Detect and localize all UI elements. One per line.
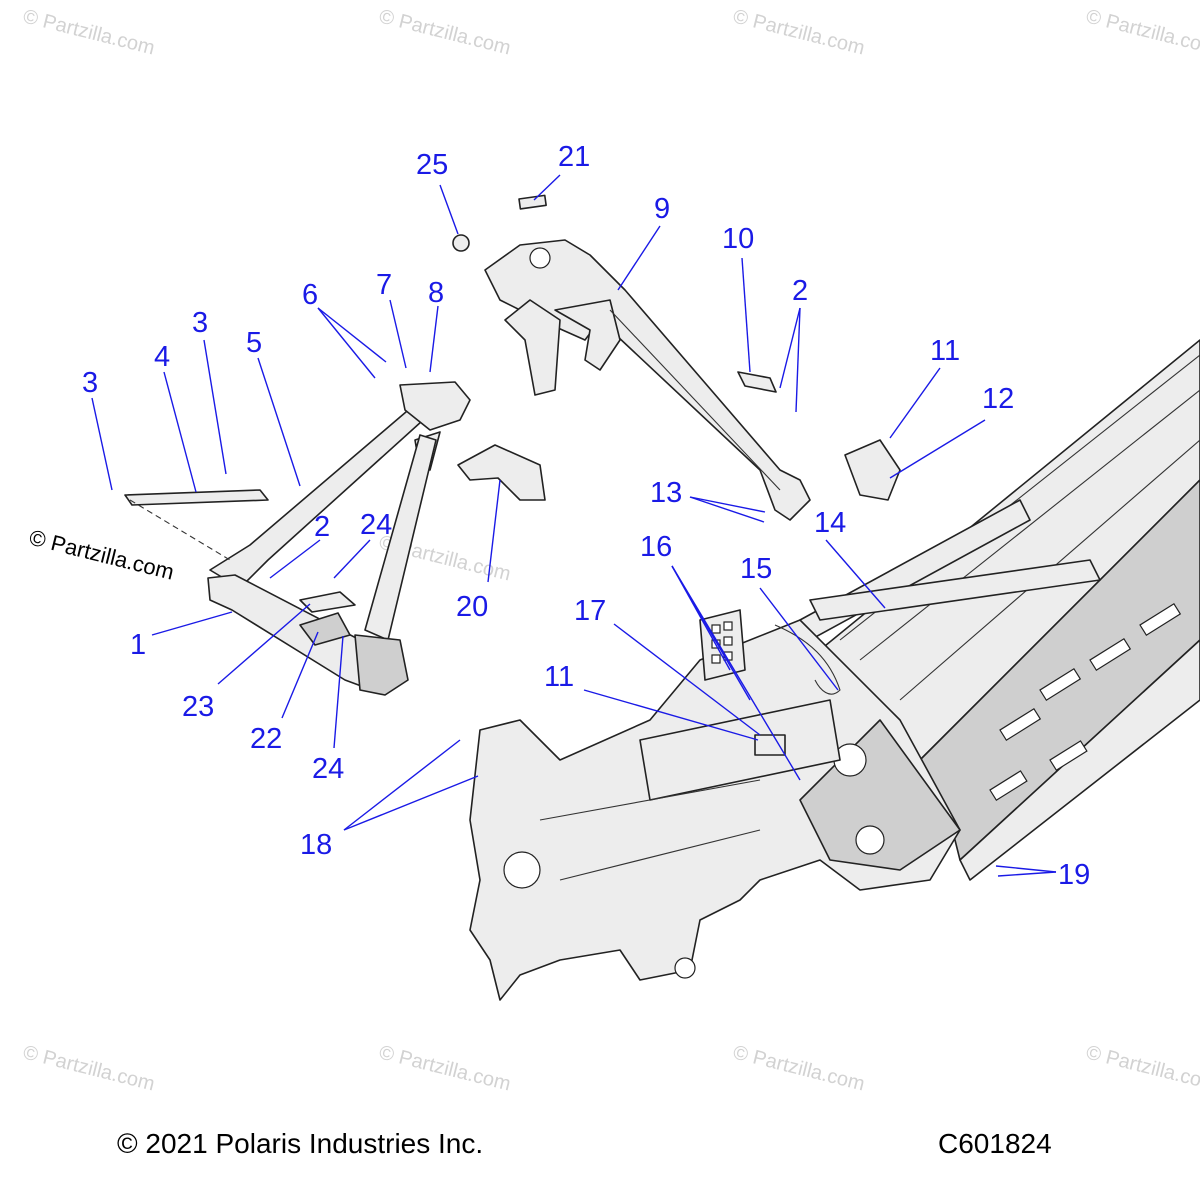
small-parts — [299, 194, 901, 646]
callout-label: 20 — [456, 591, 488, 623]
leader-lines — [91, 174, 1057, 877]
bulkhead-hole — [855, 825, 885, 855]
callout-label: 24 — [312, 753, 344, 785]
callout-label: 2 — [792, 275, 808, 307]
callout-label: 8 — [428, 277, 444, 309]
part-10-bolt — [737, 371, 777, 393]
watermark: © Partzilla.com — [21, 6, 157, 60]
callout-label: 24 — [360, 509, 392, 541]
watermark: © Partzilla.com — [377, 1042, 513, 1096]
part-25-clip — [452, 234, 470, 252]
bulkhead-hole — [503, 851, 541, 889]
part-21-decal — [518, 194, 547, 210]
bulkhead-frame — [469, 619, 961, 1001]
frame-detail-line — [609, 309, 781, 491]
part-8-bracket — [399, 381, 471, 431]
part-1-foot — [354, 634, 409, 696]
part-8-down-tube — [364, 434, 437, 641]
callout-label: 9 — [654, 193, 670, 225]
callout-label: 12 — [982, 383, 1014, 415]
part-9-arm — [504, 299, 561, 396]
callout-label: 14 — [814, 507, 846, 539]
callout-label: 25 — [416, 149, 448, 181]
part-1-lower-frame — [207, 574, 376, 691]
upper-frame-assembly — [484, 239, 811, 521]
part-15-cable — [774, 624, 841, 695]
part-23-plate — [299, 591, 356, 613]
steering-post-assembly — [124, 381, 471, 696]
front-bulkhead — [469, 609, 961, 1001]
callout-label: 13 — [650, 477, 682, 509]
watermark: © Partzilla.com — [731, 6, 867, 60]
tunnel-assembly — [799, 339, 1200, 881]
tunnel-rail — [959, 639, 1200, 881]
alignment-line — [129, 499, 231, 561]
callout-label: 15 — [740, 553, 772, 585]
watermark: © Partzilla.com — [1084, 1042, 1200, 1096]
bulkhead-side-plate — [799, 719, 961, 871]
part-9-gusset — [554, 299, 621, 371]
bulkhead-crossmember — [639, 699, 841, 801]
watermark: © Partzilla.com — [377, 6, 513, 60]
part-16-bracket — [699, 609, 746, 681]
callout-label: 22 — [250, 723, 282, 755]
callout-label: 19 — [1058, 859, 1090, 891]
part-20-bracket — [457, 444, 546, 501]
callout-label: 5 — [246, 327, 262, 359]
watermark: © Partzilla.com — [1084, 6, 1200, 60]
tunnel-cutouts — [989, 602, 1182, 802]
callout-label: 23 — [182, 691, 214, 723]
callout-label: 11 — [544, 661, 574, 693]
part-12-bracket — [844, 439, 901, 501]
callout-label: 7 — [376, 269, 392, 301]
callout-labels: 25 21 9 10 2 6 7 8 3 5 4 3 11 12 13 14 2… — [82, 141, 1090, 891]
callout-label: 11 — [930, 335, 960, 367]
watermark-side: © Partzilla.com — [27, 525, 177, 585]
callout-label: 6 — [302, 279, 318, 311]
frame-hole — [529, 247, 551, 269]
callout-label: 3 — [82, 367, 98, 399]
watermark: © Partzilla.com — [731, 1042, 867, 1096]
callout-label: 3 — [192, 307, 208, 339]
callout-label: 2 — [314, 511, 330, 543]
callout-label: 18 — [300, 829, 332, 861]
callout-label: 16 — [640, 531, 672, 563]
bulkhead-hole — [674, 957, 696, 979]
callout-label: 1 — [130, 629, 146, 661]
callout-label: 10 — [722, 223, 754, 255]
bulkhead-detail-line — [559, 829, 761, 881]
callout-label: 4 — [154, 341, 170, 373]
watermark: © Partzilla.com — [21, 1042, 157, 1096]
copyright-notice: © 2021 Polaris Industries Inc. — [117, 1128, 484, 1159]
diagram-code: C601824 — [938, 1128, 1052, 1159]
tunnel-edge-line — [859, 389, 1200, 661]
part-11-plate — [754, 734, 786, 756]
bulkhead-detail-line — [539, 779, 761, 821]
part-4-crossbar — [124, 489, 269, 506]
callout-label: 21 — [558, 141, 590, 173]
part-22-bracket — [299, 612, 351, 646]
callout-label: 17 — [574, 595, 606, 627]
